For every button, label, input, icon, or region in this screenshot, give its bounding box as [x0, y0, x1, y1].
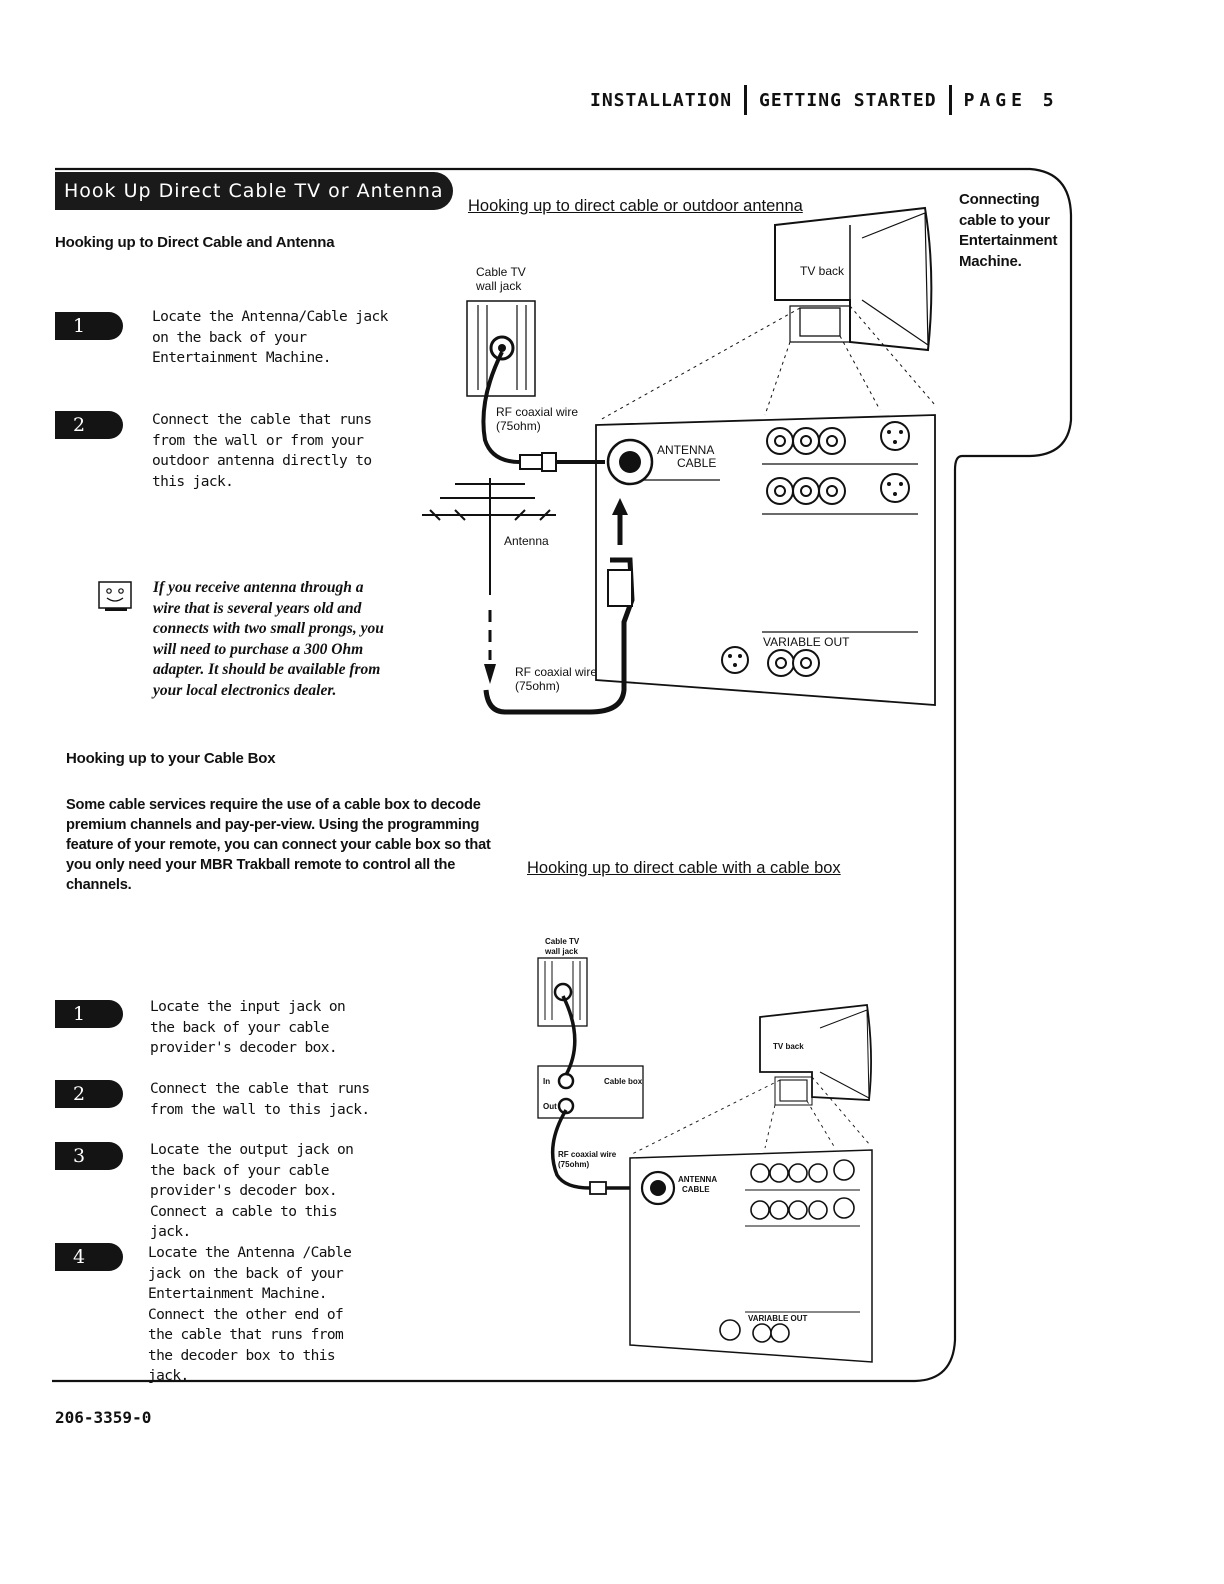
step-text: Locate the output jack on the back of yo… [150, 1142, 354, 1240]
section1-heading: Hooking up to Direct Cable and Antenna [55, 234, 335, 251]
step-text: Locate the Antenna/Cable jack on the bac… [152, 309, 388, 366]
step-badge: 2 [55, 411, 123, 439]
step-text: Locate the input jack on the back of you… [150, 999, 346, 1056]
diagram-label: Antenna [504, 534, 549, 548]
diagram-label: TV back [800, 264, 845, 278]
step-badge: 2 [55, 1080, 123, 1108]
step-badge: 4 [55, 1243, 123, 1271]
step-text: Locate the Antenna /Cable jack on the ba… [148, 1245, 352, 1384]
step-badge: 3 [55, 1142, 123, 1170]
page-number: PAGE 5 [963, 89, 1059, 111]
header-chapter: GETTING STARTED [759, 89, 937, 111]
diagram1-caption: Hooking up to direct cable or outdoor an… [468, 197, 803, 215]
header-divider [744, 85, 748, 115]
step-badge: 1 [55, 1000, 123, 1028]
step-text: Connect the cable that runs from the wal… [152, 412, 372, 490]
header-section: INSTALLATION [590, 89, 733, 111]
section-banner: Hook Up Direct Cable TV or Antenna [55, 172, 453, 210]
diagram-label: VARIABLE OUT [763, 635, 850, 649]
header-divider [948, 85, 952, 115]
section2-intro: Some cable services require the use of a… [66, 797, 491, 893]
diagram-label: TV back [773, 1042, 804, 1051]
diagram-label: VARIABLE OUT [748, 1314, 808, 1323]
diagram-label: In [543, 1077, 551, 1086]
sidebar-note: Connecting cable to your Entertainment M… [959, 191, 1058, 270]
step-text: Connect the cable that runs from the wal… [150, 1081, 370, 1118]
tip-text: If you receive antenna through a wire th… [153, 579, 384, 699]
document-code: 206-3359-0 [55, 1408, 152, 1427]
section2-heading: Hooking up to your Cable Box [66, 750, 276, 767]
diagram-label: RF coaxial wire(75ohm) [558, 1150, 617, 1169]
diagram2-caption: Hooking up to direct cable with a cable … [527, 859, 841, 877]
step-badge: 1 [55, 312, 123, 340]
diagram-label: RF coaxial wire(75ohm) [496, 405, 579, 433]
diagram-label: RF coaxial wire(75ohm) [515, 665, 598, 693]
diagram-label: Cable box [604, 1077, 643, 1086]
diagram-label: Out [543, 1102, 557, 1111]
running-header: INSTALLATION GETTING STARTED PAGE 5 [590, 84, 1059, 116]
